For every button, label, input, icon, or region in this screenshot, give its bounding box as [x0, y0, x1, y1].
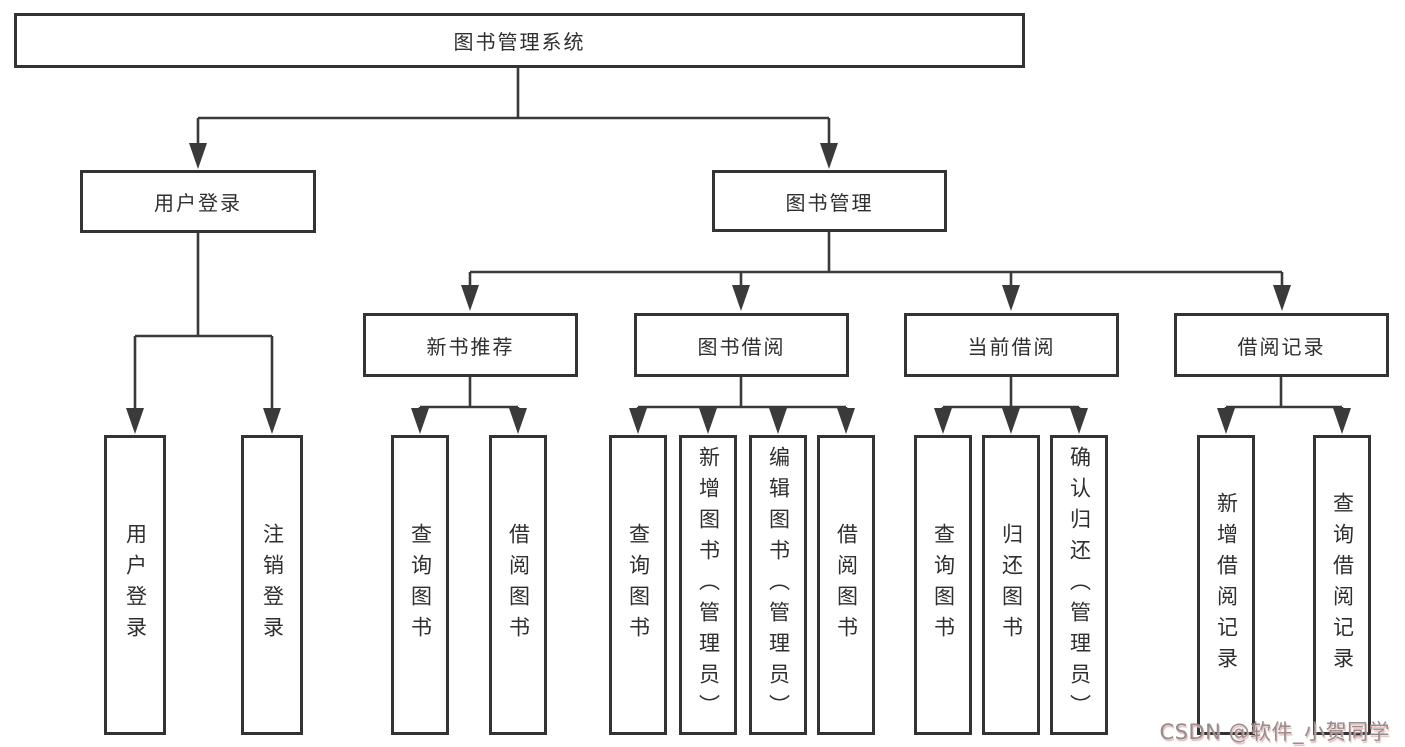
- node-label: 图书借阅: [697, 334, 786, 359]
- leaf-query-borrow-record: 查询借阅记录: [1313, 435, 1371, 735]
- node-label: 用户登录: [123, 523, 148, 647]
- node-label: 查询图书: [408, 523, 433, 647]
- node-new-book-recommend: 新书推荐: [363, 313, 578, 377]
- arrow-down-icon: [263, 408, 281, 434]
- arrow-down-icon: [461, 285, 479, 311]
- node-label: 确认归还（管理员）: [1067, 445, 1092, 725]
- arrow-down-icon: [699, 408, 717, 434]
- node-borrowing-records: 借阅记录: [1174, 313, 1389, 377]
- node-label: 新书推荐: [426, 334, 515, 359]
- node-label: 新增图书（管理员）: [696, 445, 721, 725]
- leaf-borrow-books: 借阅图书: [817, 435, 875, 735]
- node-label: 查询图书: [931, 523, 956, 647]
- leaf-user-login: 用户登录: [104, 435, 166, 735]
- node-label: 借阅图书: [506, 523, 531, 647]
- arrow-down-icon: [1273, 285, 1291, 311]
- arrow-down-icon: [837, 408, 855, 434]
- arrow-down-icon: [189, 143, 207, 169]
- arrow-down-icon: [934, 408, 952, 434]
- arrow-down-icon: [1333, 408, 1351, 434]
- node-book-borrowing: 图书借阅: [634, 313, 849, 377]
- node-label: 查询借阅记录: [1330, 492, 1355, 678]
- arrow-down-icon: [629, 408, 647, 434]
- leaf-return-books: 归还图书: [982, 435, 1040, 735]
- leaf-logout: 注销登录: [241, 435, 303, 735]
- leaf-confirm-return-admin: 确认归还（管理员）: [1050, 435, 1108, 735]
- arrow-down-icon: [1070, 408, 1088, 434]
- leaf-edit-books-admin: 编辑图书（管理员）: [749, 435, 807, 735]
- leaf-borrow-books-recommend: 借阅图书: [489, 435, 547, 735]
- node-label: 新增借阅记录: [1214, 492, 1239, 678]
- arrow-down-icon: [732, 285, 750, 311]
- node-label: 用户登录: [154, 191, 242, 215]
- leaf-add-books-admin: 新增图书（管理员）: [679, 435, 737, 735]
- leaf-query-books-recommend: 查询图书: [391, 435, 449, 735]
- arrow-down-icon: [1217, 408, 1235, 434]
- node-label: 编辑图书（管理员）: [766, 445, 791, 725]
- arrow-down-icon: [769, 408, 787, 434]
- arrow-down-icon: [411, 408, 429, 434]
- node-label: 图书管理: [785, 190, 874, 215]
- leaf-add-borrow-record: 新增借阅记录: [1197, 435, 1255, 735]
- node-label: 图书管理系统: [453, 30, 586, 54]
- node-label: 查询图书: [626, 523, 651, 647]
- node-label: 注销登录: [260, 523, 285, 647]
- node-label: 当前借阅: [967, 334, 1056, 359]
- node-label: 借阅图书: [834, 523, 859, 647]
- node-user-login: 用户登录: [80, 170, 316, 233]
- arrow-down-icon: [126, 408, 144, 434]
- leaf-query-books-borrow: 查询图书: [609, 435, 667, 735]
- leaf-query-books-current: 查询图书: [914, 435, 972, 735]
- node-label: 归还图书: [999, 523, 1024, 647]
- csdn-watermark: CSDN @软件_小贺同学: [1159, 720, 1390, 744]
- arrow-down-icon: [509, 408, 527, 434]
- arrow-down-icon: [1002, 285, 1020, 311]
- node-current-borrowing: 当前借阅: [904, 313, 1119, 377]
- node-library-management-system: 图书管理系统: [14, 13, 1025, 68]
- node-label: 借阅记录: [1237, 334, 1326, 359]
- node-book-management: 图书管理: [712, 170, 947, 232]
- arrow-down-icon: [820, 143, 838, 169]
- arrow-down-icon: [1002, 408, 1020, 434]
